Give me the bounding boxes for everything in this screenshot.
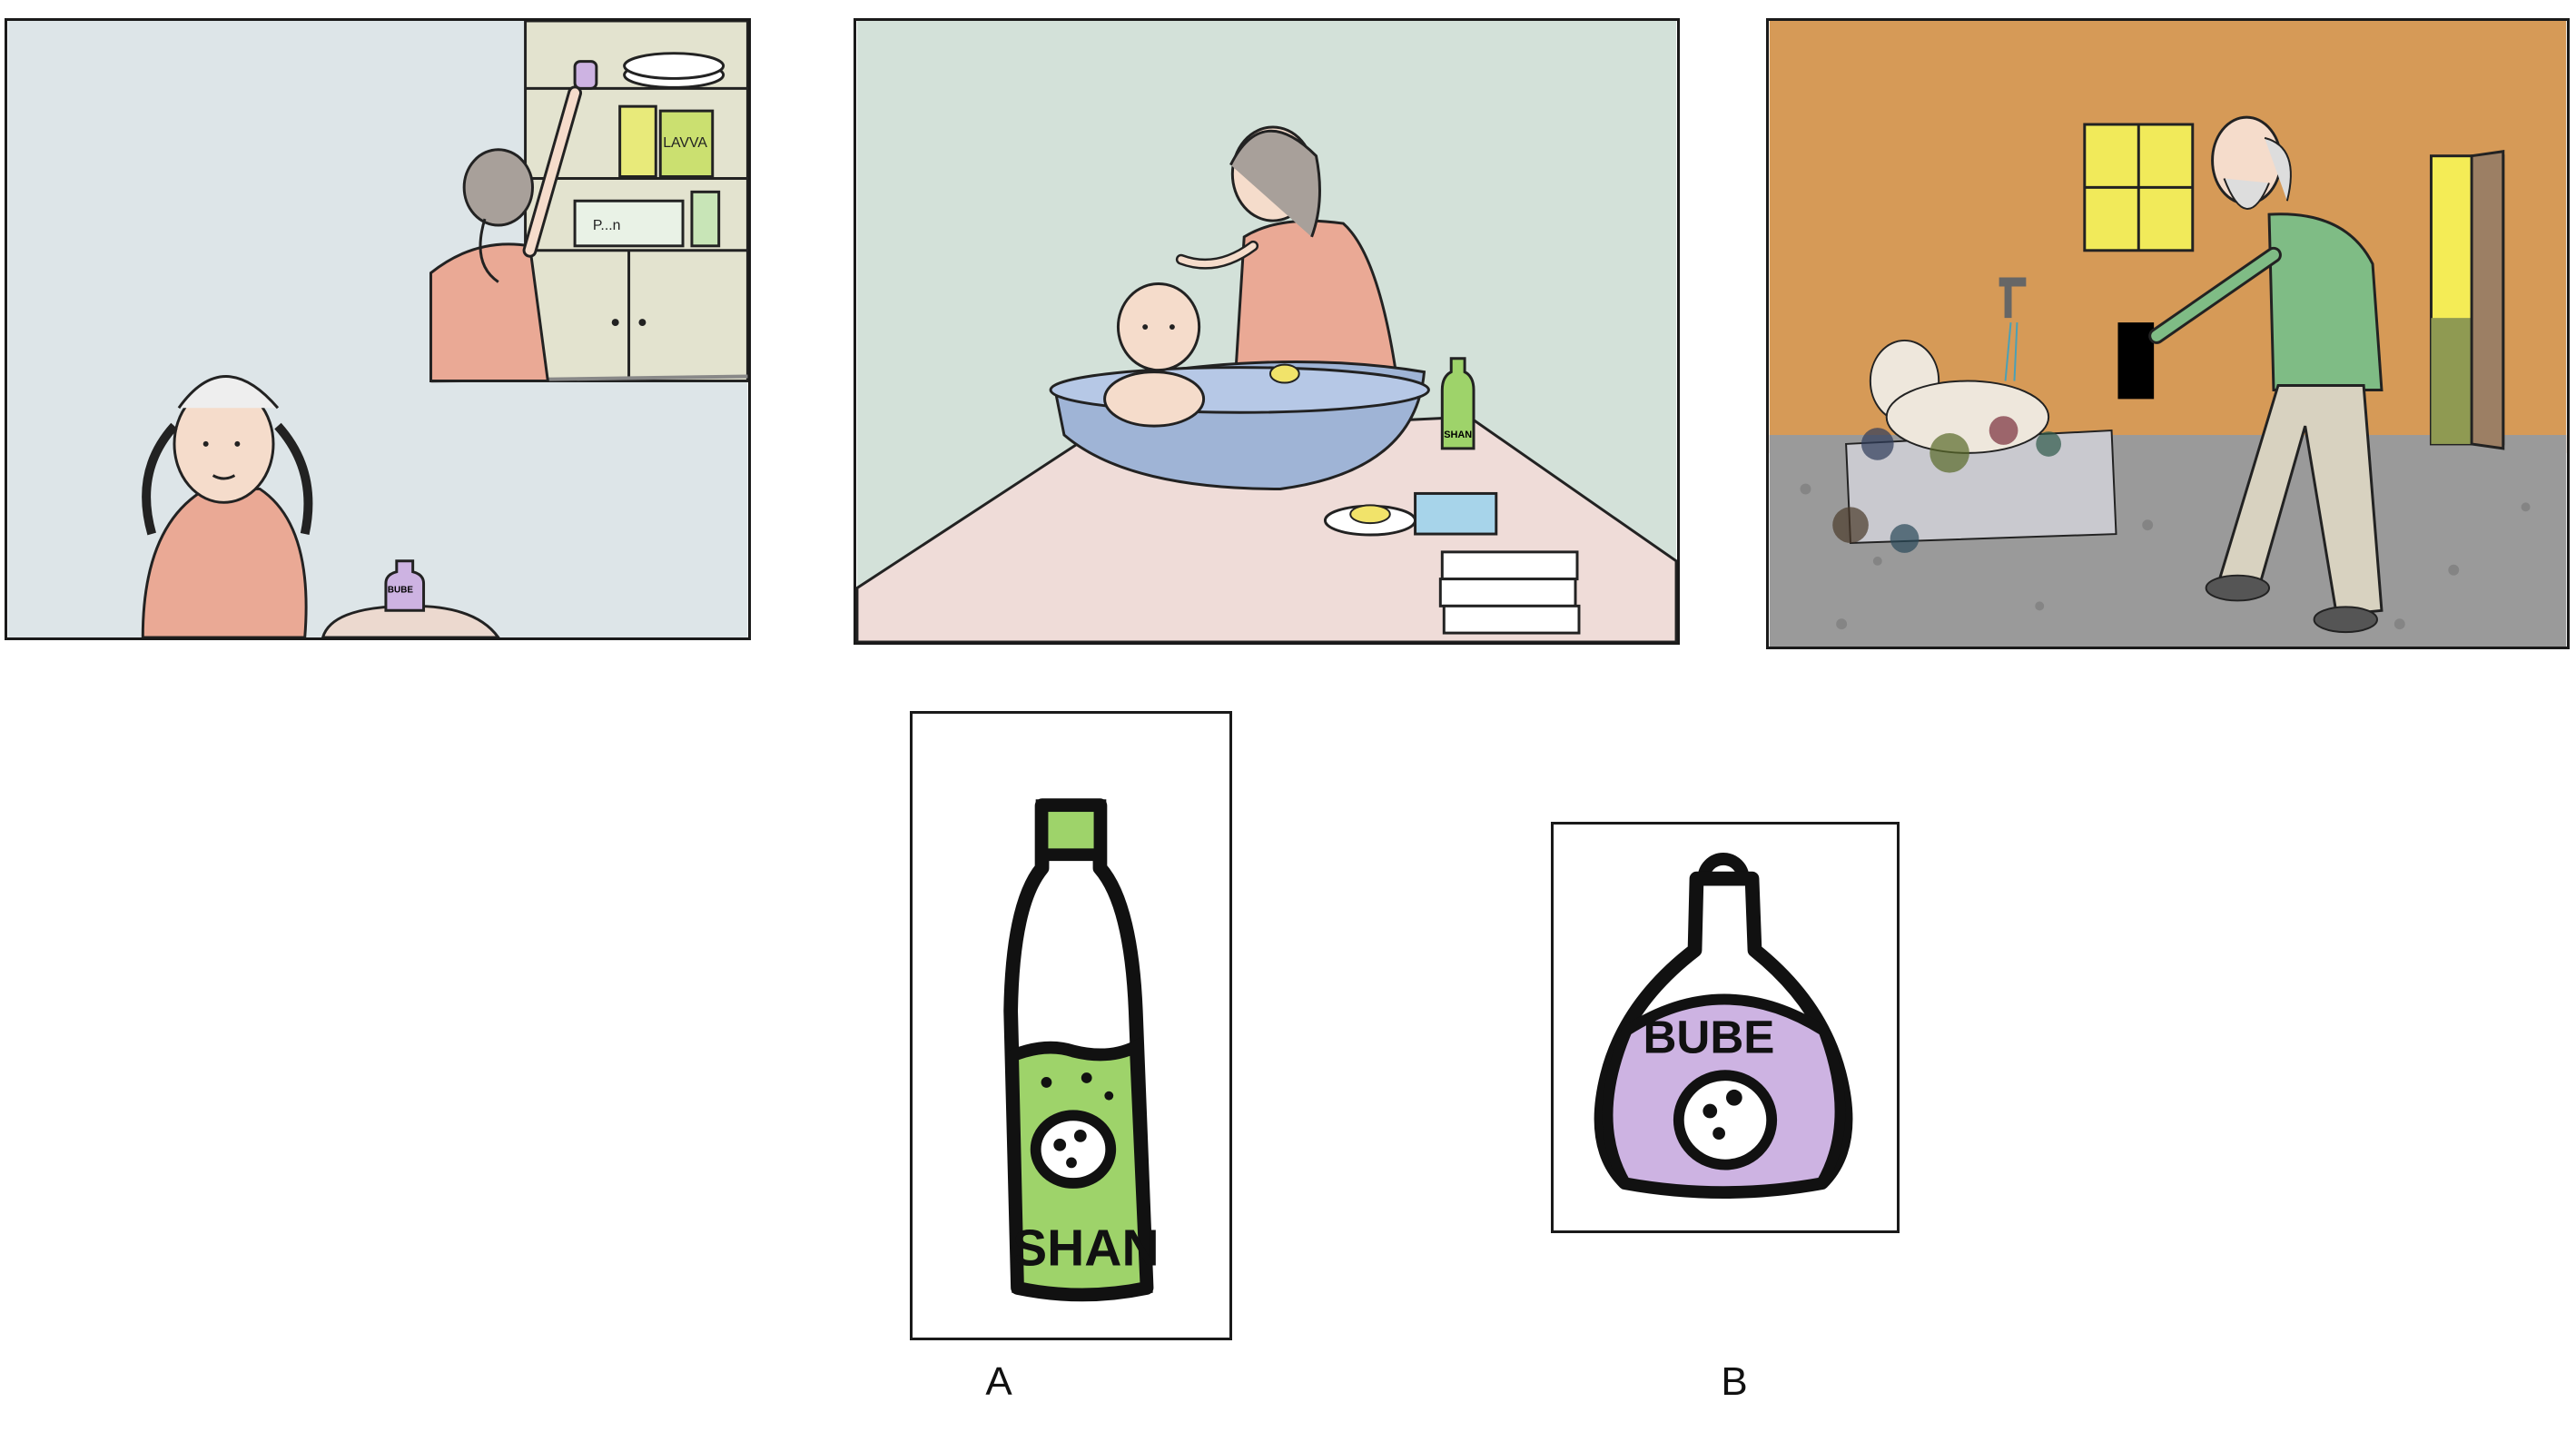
option-b-label: B xyxy=(1721,1359,1748,1404)
option-b-image[interactable]: BUBE xyxy=(1551,822,1900,1233)
scene-panel-2: SHAN xyxy=(854,18,1680,645)
purple-bottle-illustration: BUBE xyxy=(1554,825,1897,1230)
scene-2-illustration: SHAN xyxy=(856,21,1677,642)
option-b-bottle-text: BUBE xyxy=(1643,1012,1774,1063)
scene-2-bottle-label: SHAN xyxy=(1444,430,1472,440)
option-a-label: A xyxy=(985,1359,1012,1404)
scene-1-bottle-label: BUBE xyxy=(388,585,413,595)
shelf-box-label-2: P...n xyxy=(593,218,621,233)
scene-panel-1: LAVVA P...n BUBE xyxy=(5,18,751,640)
scene-panel-3 xyxy=(1766,18,2570,649)
shelf-box-label-1: LAVVA xyxy=(663,135,707,151)
option-a-bottle-text: SHAN xyxy=(1012,1219,1160,1277)
scene-3-illustration xyxy=(1769,21,2567,647)
scene-1-illustration: LAVVA P...n BUBE xyxy=(7,21,748,637)
option-a-image[interactable]: SHAN xyxy=(910,711,1232,1340)
green-bottle-illustration: SHAN xyxy=(913,716,1229,1336)
